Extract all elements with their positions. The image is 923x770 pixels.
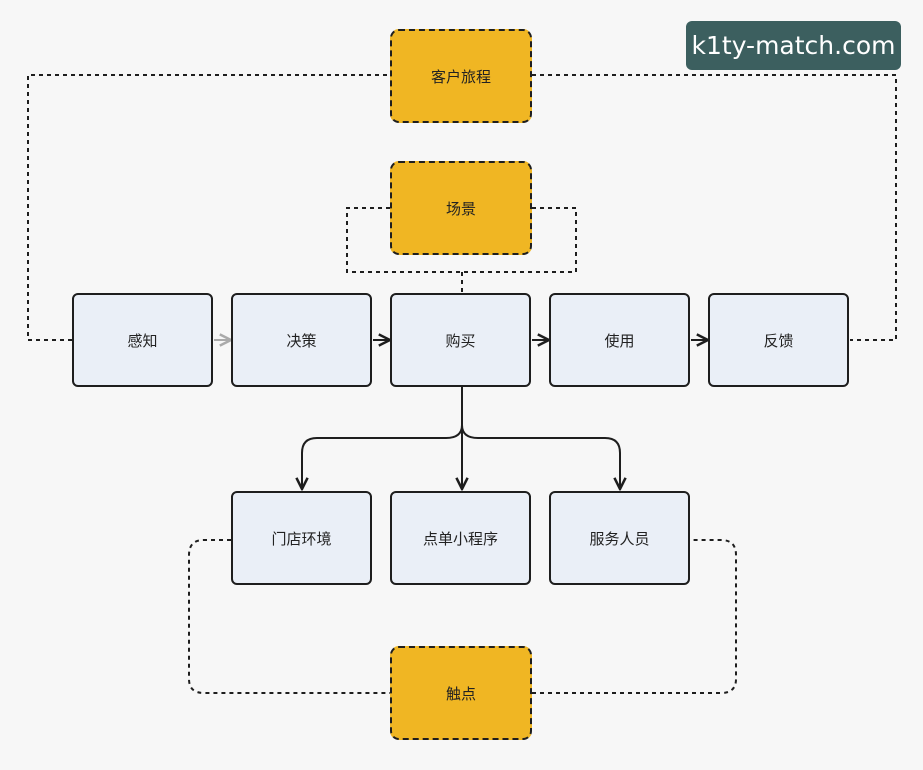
- stage-use-label: 使用: [604, 331, 635, 350]
- customer-journey-label: 客户旅程: [430, 67, 491, 86]
- stage-perceive-box: 感知: [72, 293, 213, 387]
- touchpoint-box: 触点: [390, 646, 532, 740]
- stage-perceive-label: 感知: [127, 331, 158, 350]
- scene-label: 场景: [445, 199, 476, 218]
- touchpoint-staff-label: 服务人员: [589, 529, 650, 548]
- scene-bracket-line: [346, 207, 577, 273]
- scene-box: 场景: [390, 161, 532, 255]
- stage-decide-label: 决策: [286, 331, 317, 350]
- touchpoint-label: 触点: [445, 684, 476, 703]
- customer-journey-box: 客户旅程: [390, 29, 532, 123]
- stage-use-box: 使用: [549, 293, 690, 387]
- touchpoint-store-label: 门店环境: [271, 529, 332, 548]
- journey-loop-line: [27, 74, 897, 341]
- touchpoint-miniprogram-box: 点单小程序: [390, 491, 531, 585]
- stage-buy-label: 购买: [445, 331, 476, 350]
- stage-feedback-label: 反馈: [763, 331, 794, 350]
- touchpoint-miniprogram-label: 点单小程序: [422, 529, 498, 548]
- branch-left-arrow: [302, 424, 463, 489]
- branch-right-arrow: [461, 424, 620, 489]
- watermark-badge: k1ty-match.com: [686, 21, 901, 70]
- touchpoint-staff-box: 服务人员: [549, 491, 690, 585]
- watermark-text: k1ty-match.com: [691, 31, 896, 60]
- stage-feedback-box: 反馈: [708, 293, 849, 387]
- touchpoint-loop-line: [188, 539, 737, 694]
- stage-buy-box: 购买: [390, 293, 531, 387]
- stage-decide-box: 决策: [231, 293, 372, 387]
- touchpoint-store-box: 门店环境: [231, 491, 372, 585]
